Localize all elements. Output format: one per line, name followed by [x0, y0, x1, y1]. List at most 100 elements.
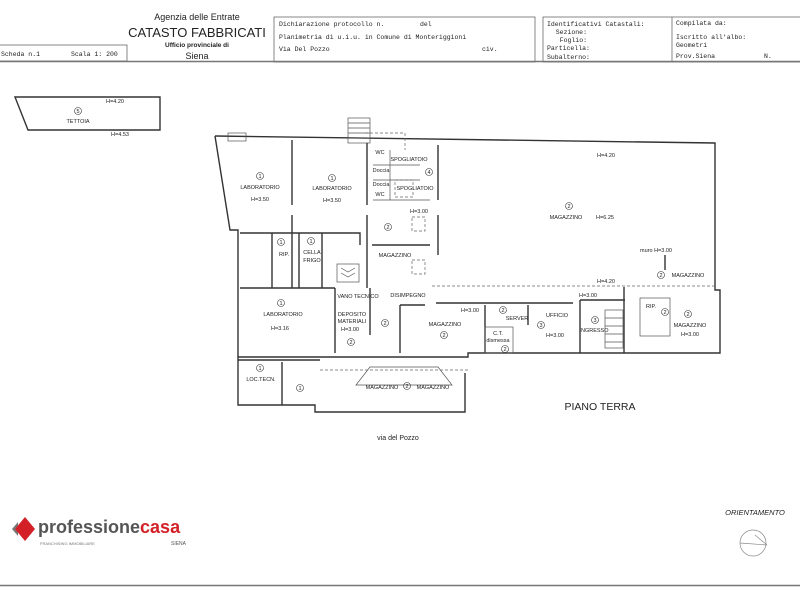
room-number: 1 [279, 301, 282, 307]
floor-plan-walls [214, 117, 721, 413]
room-number: 3 [593, 318, 596, 324]
tettoia-number: 5 [76, 109, 79, 115]
address: Via Del Pozzo [279, 46, 330, 53]
foglio-label: Foglio: [560, 37, 587, 44]
civ-label: civ. [482, 46, 498, 53]
room-height: H=3.16 [271, 326, 289, 332]
room-number: 1 [309, 239, 312, 245]
room-number: 2 [663, 310, 666, 316]
document-title: CATASTO FABBRICATI [128, 25, 266, 40]
room-number: 3 [539, 323, 542, 329]
room-label-magazzino: MAGAZZINO [366, 385, 399, 391]
room-height: H=3.00 [461, 308, 479, 314]
iscritto-label: Iscritto all'albo: [676, 34, 746, 41]
room-number: 2 [349, 340, 352, 346]
room-number-marker [74, 107, 82, 115]
room-number: 2 [503, 347, 506, 353]
sezione-label: Sezione: [556, 29, 587, 36]
street-label: via del Pozzo [377, 435, 419, 442]
room-number: 2 [442, 333, 445, 339]
room-label-server: SERVER [506, 316, 529, 322]
room-number: 1 [298, 386, 301, 392]
room-label-magazzino: MAGAZZINO [429, 322, 462, 328]
room-label-magazzino: MAGAZZINO [379, 253, 412, 259]
room-label-ufficio: UFFICIO [546, 313, 569, 319]
tettoia-height-1: H=4.20 [106, 99, 124, 105]
room-label-ct: C.T. [493, 331, 503, 337]
professionecasa-logo: professionecasa FRANCHISING IMMOBILIARE … [12, 517, 187, 547]
planimetria-label: Planimetria di u.i.u. in Comune di Monte… [279, 34, 466, 41]
tettoia-height-2: H=4.53 [111, 132, 129, 138]
room-height: H=3.00 [410, 209, 428, 215]
room-label-magazzino: MAGAZZINO [672, 273, 705, 279]
room-number: 2 [383, 321, 386, 327]
floor-title: PIANO TERRA [565, 401, 636, 413]
room-height: H=3.50 [251, 197, 269, 203]
room-number: 2 [567, 204, 570, 210]
room-label-laboratorio-1: LABORATORIO [240, 185, 280, 191]
room-number: 2 [501, 308, 504, 314]
room-height: H=3.00 [579, 293, 597, 299]
tettoia-plan: H=4.20 5 TETTOIA H=4.53 [13, 96, 161, 138]
room-label-laboratorio-3: LABORATORIO [263, 312, 303, 318]
office-city: Siena [185, 51, 208, 61]
room-height: H=6.25 [596, 215, 614, 221]
room-number: 2 [405, 384, 408, 390]
room-label-doccia: Doccia [373, 168, 391, 174]
room-height: H=3.00 [341, 327, 359, 333]
albo-value: Geometri [676, 42, 707, 49]
room-label-frigo: FRIGO [303, 258, 321, 264]
compilata-label: Compilata da: [676, 20, 727, 27]
n-label: N. [764, 53, 772, 60]
room-label-magazzino: MAGAZZINO [417, 385, 450, 391]
room-label-materiali: MATERIALI [338, 319, 367, 325]
identificativi-label: Identificativi Catastali: [547, 21, 645, 28]
particella-label: Particella: [547, 45, 590, 52]
room-label-magazzino: MAGAZZINO [674, 323, 707, 329]
room-height: H=3.00 [681, 332, 699, 338]
office-label: Ufficio provinciale di [165, 42, 229, 49]
room-height: H=3.50 [323, 198, 341, 204]
logo-text: professione [38, 517, 140, 537]
room-number: 1 [279, 240, 282, 246]
scale: Scala 1: 200 [71, 51, 118, 58]
logo-city: SIENA [171, 541, 187, 547]
room-label-spogliatoio: SPOGLIATOIO [396, 186, 434, 192]
room-label-laboratorio-2: LABORATORIO [312, 186, 352, 192]
province: Prov.Siena [676, 53, 715, 60]
orientation-label: ORIENTAMENTO [725, 508, 785, 517]
agency-name: Agenzia delle Entrate [154, 12, 240, 22]
room-height: H=3.00 [546, 333, 564, 339]
logo-text-accent: casa [140, 517, 181, 537]
room-label-magazzino: MAGAZZINO [550, 215, 583, 221]
room-number: 1 [330, 176, 333, 182]
room-number: 2 [386, 225, 389, 231]
protocol-label: Dichiarazione protocollo n. [279, 21, 384, 28]
room-label-doccia: Doccia [373, 182, 391, 188]
room-height: H=4.20 [597, 153, 615, 159]
orientation-compass: ORIENTAMENTO [725, 508, 785, 557]
room-label-loc-tecn: LOC.TECN. [246, 377, 276, 383]
wall-height-note: muro H=3.00 [640, 248, 672, 254]
scheda-number: Scheda n.1 [1, 51, 40, 58]
tettoia-label: TETTOIA [66, 119, 89, 125]
room-label-wc: WC [375, 150, 384, 156]
logo-subtitle: FRANCHISING IMMOBILIARE [40, 541, 95, 546]
room-number: 4 [427, 170, 430, 176]
room-number: 1 [258, 174, 261, 180]
room-label-cella: CELLA [303, 250, 321, 256]
room-label-deposito: DEPOSITO [338, 312, 367, 318]
room-label-ingresso: INGRESSO [579, 328, 609, 334]
header: Agenzia delle Entrate CATASTO FABBRICATI… [0, 12, 800, 63]
room-label-vano-tecnico: VANO TECNICO [337, 294, 379, 300]
subalterno-label: Subalterno: [547, 54, 590, 61]
room-label-rip: RIP. [646, 304, 656, 310]
room-label-dismessa: dismessa [486, 338, 510, 344]
room-label-spogliatoio: SPOGLIATOIO [390, 157, 428, 163]
logo-wordmark: professionecasa [38, 517, 181, 537]
room-label-wc: WC [375, 192, 384, 198]
room-height: H=4.20 [597, 279, 615, 285]
room-label-rip: RIP. [279, 252, 289, 258]
room-label-disimpegno: DISIMPEGNO [390, 293, 426, 299]
room-number: 2 [659, 273, 662, 279]
